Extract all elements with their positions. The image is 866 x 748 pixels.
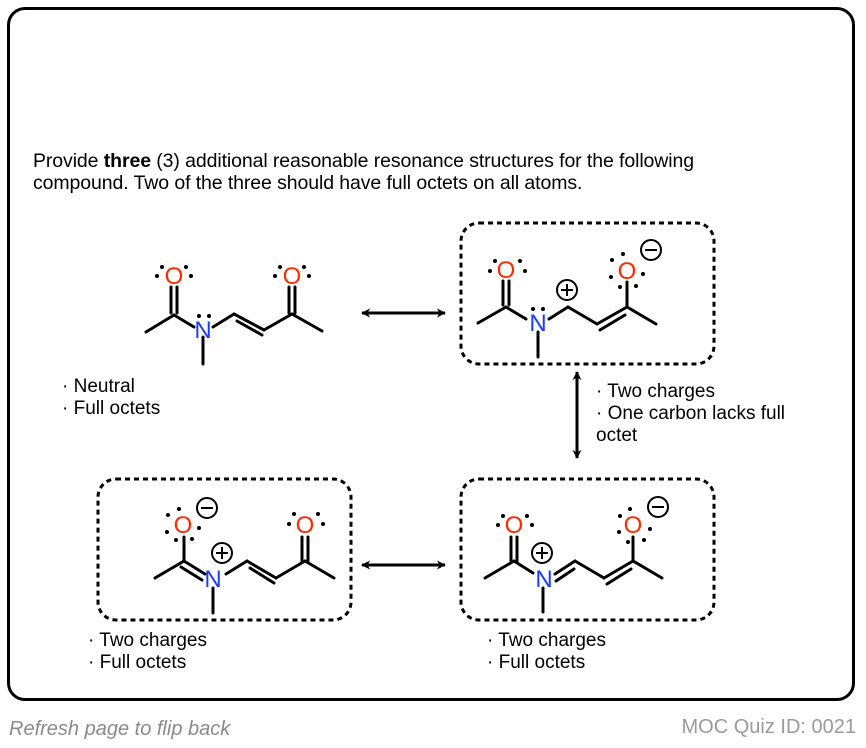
dashed-box	[459, 477, 716, 622]
notes-original: · Neutral · Full octets	[62, 376, 161, 419]
positive-charge-icon	[211, 542, 233, 564]
oxygen-atom: O	[624, 512, 643, 539]
negative-charge-icon	[196, 497, 218, 519]
lone-pair-dots	[155, 265, 311, 318]
oxygen-atom: O	[505, 512, 524, 539]
negative-charge-icon	[647, 496, 669, 518]
structure-resonance-3: O N O	[96, 477, 353, 622]
emphasis-three: three	[103, 150, 151, 172]
structure-resonance-1: O N O	[459, 221, 716, 366]
lone-pair-dots	[496, 507, 652, 544]
notes-resonance-3: · Two charges · Full octets	[88, 630, 207, 673]
oxygen-atom: O	[174, 512, 193, 539]
negative-charge-icon	[640, 239, 662, 261]
structure-resonance-2: O N O	[459, 477, 716, 622]
quiz-id: MOC Quiz ID: 0021	[681, 716, 856, 738]
flip-back-hint: Refresh page to flip back	[9, 718, 231, 740]
nitrogen-atom: N	[535, 566, 552, 593]
notes-resonance-2: · Two charges · Full octets	[487, 630, 606, 673]
nitrogen-atom: N	[529, 310, 546, 337]
oxygen-atom: O	[283, 263, 302, 290]
nitrogen-atom: N	[194, 317, 211, 344]
dashed-box	[96, 477, 353, 622]
dashed-box	[459, 221, 716, 366]
positive-charge-icon	[556, 279, 578, 301]
structure-original: O N O	[144, 263, 324, 366]
oxygen-atom: O	[497, 257, 516, 284]
positive-charge-icon	[531, 542, 553, 564]
lone-pair-dots	[488, 252, 645, 311]
oxygen-atom: O	[165, 263, 184, 290]
lone-pair-dots	[165, 507, 325, 542]
oxygen-atom: O	[618, 258, 637, 285]
nitrogen-atom: N	[204, 566, 221, 593]
notes-resonance-1: · Two charges · One carbon lacks full oc…	[596, 381, 786, 446]
question-text: Provide three (3) additional reasonable …	[33, 150, 694, 194]
oxygen-atom: O	[296, 512, 315, 539]
